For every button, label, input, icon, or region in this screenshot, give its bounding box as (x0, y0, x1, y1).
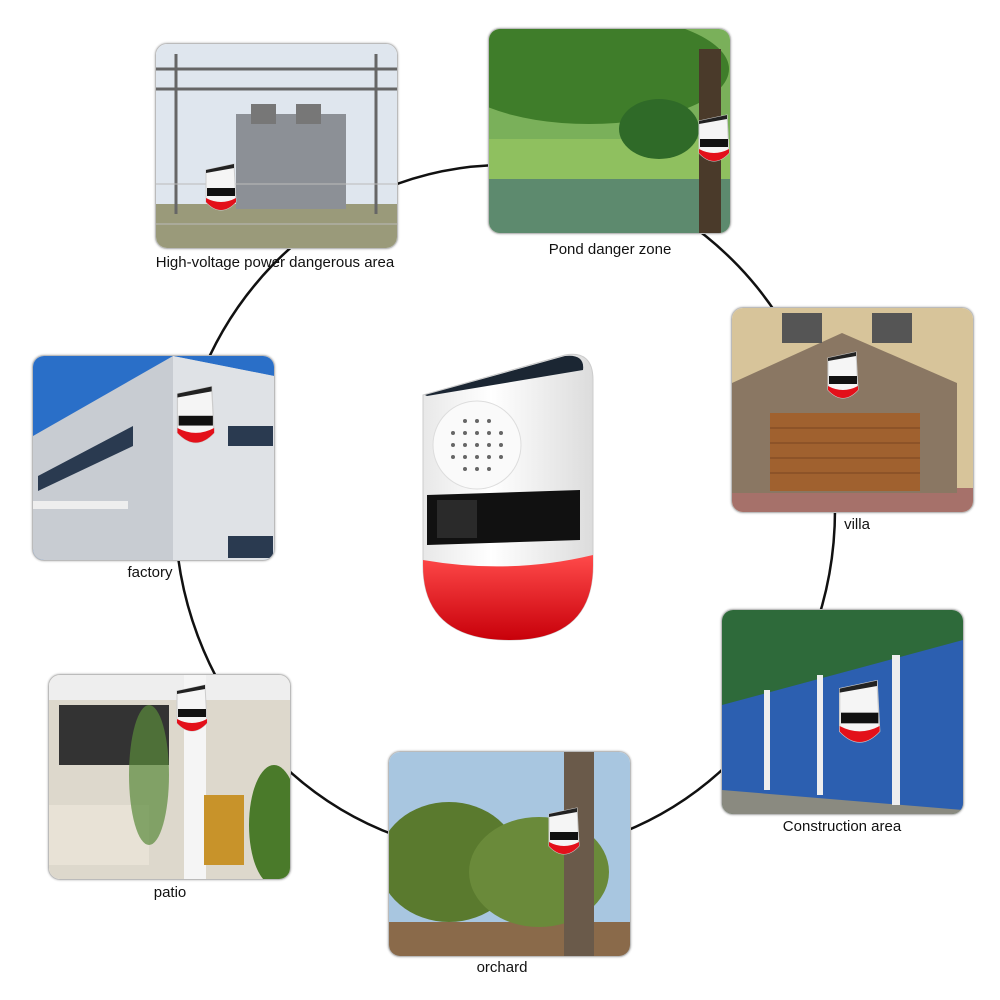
scene-label: patio (153, 884, 187, 901)
mini-device-icon (176, 684, 208, 732)
solar-alarm-device (422, 353, 594, 641)
scene-patio-photo (48, 674, 291, 880)
scene-construction-photo (721, 609, 964, 815)
scene-label: factory (127, 564, 173, 581)
scene-label: orchard (476, 959, 528, 976)
scene-factory-photo (32, 355, 275, 561)
scene-label: villa (844, 516, 870, 533)
mini-device-icon (827, 351, 859, 399)
scene-orchard-photo (388, 751, 631, 957)
scene-label: Construction area (782, 818, 902, 835)
mini-device-icon (839, 679, 881, 743)
mini-device-icon (176, 385, 215, 444)
mini-device-icon (205, 163, 237, 211)
scene-villa-photo (731, 307, 974, 513)
scene-label: High-voltage power dangerous area (155, 254, 395, 271)
scene-pond-photo (488, 28, 731, 234)
scene-label: Pond danger zone (548, 241, 672, 258)
scene-high-voltage-photo (155, 43, 398, 249)
mini-device-icon (548, 807, 580, 855)
mini-device-icon (698, 114, 730, 162)
